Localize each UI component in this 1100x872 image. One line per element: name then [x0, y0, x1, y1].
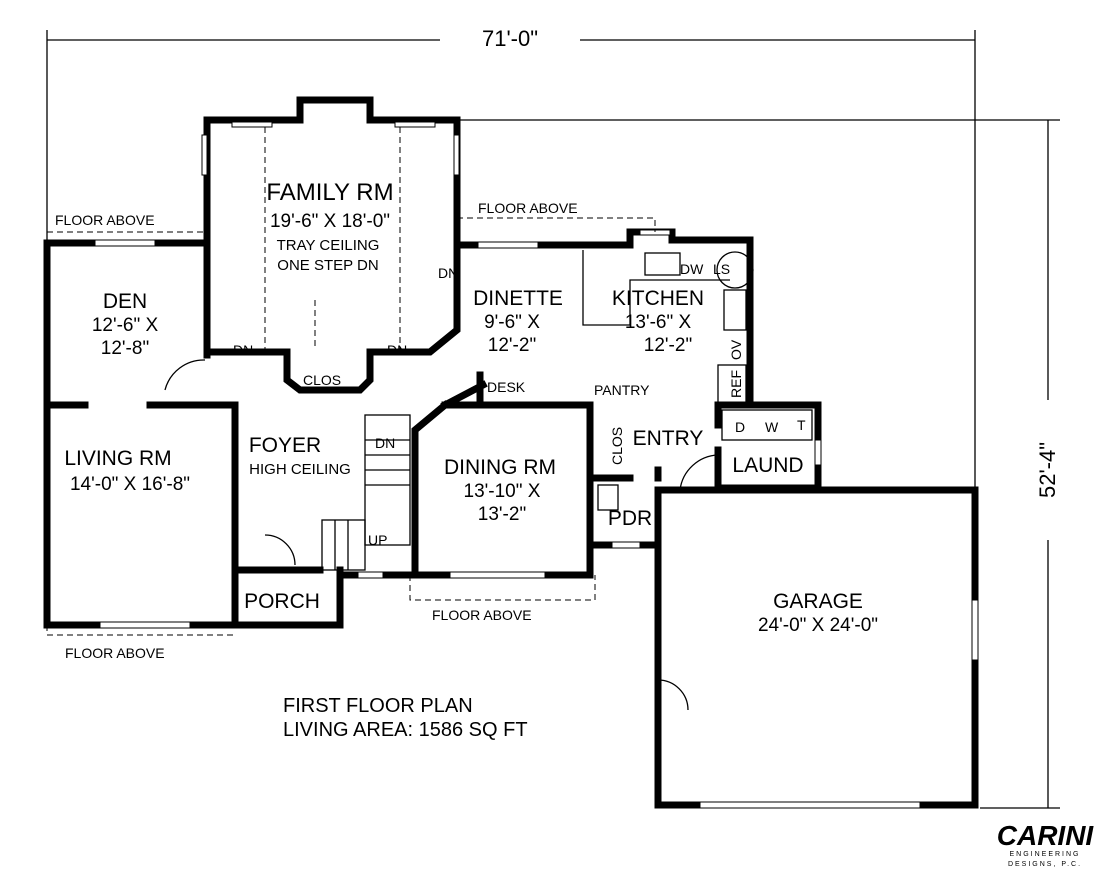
floor-above-label-dining: FLOOR ABOVE [432, 607, 532, 623]
dimension-lines [46, 30, 1060, 809]
washer-label: W [765, 419, 779, 435]
svg-text:CARINI: CARINI [997, 820, 1095, 851]
oven-label: OV [728, 339, 744, 360]
floor-above-label-den: FLOOR ABOVE [55, 212, 155, 228]
plan-title: FIRST FLOOR PLAN [283, 695, 473, 717]
pdr-name: PDR [608, 507, 652, 530]
living-room-name: LIVING RM [64, 447, 171, 470]
refrigerator-label: REF [728, 370, 744, 398]
svg-text:ENGINEERING: ENGINEERING [1009, 851, 1080, 858]
desk-label: DESK [487, 379, 526, 395]
laund-name: LAUND [732, 454, 803, 477]
stair-up-label: UP [368, 532, 387, 548]
family-room-size: 19'-6" X 18'-0" [270, 211, 390, 232]
dinette-size-2: 12'-2" [488, 335, 536, 356]
lazy-susan-label: LS [713, 261, 730, 277]
step-down-label-1: DN [233, 342, 253, 358]
porch-name: PORCH [244, 590, 320, 613]
floor-above-outlines [46, 127, 656, 636]
stairs [321, 414, 411, 571]
den-size-1: 12'-6" X [92, 315, 159, 336]
dishwasher-label: DW [680, 261, 704, 277]
closet-label-foyer: CLOS [303, 372, 341, 388]
garage-size: 24'-0" X 24'-0" [758, 615, 878, 636]
family-room-note-1: TRAY CEILING [277, 237, 380, 254]
pantry-label: PANTRY [594, 382, 650, 398]
dining-room-size-2: 13'-2" [478, 504, 526, 525]
floor-above-label-living: FLOOR ABOVE [65, 645, 165, 661]
entry-name: ENTRY [633, 427, 704, 450]
dinette-size-1: 9'-6" X [484, 312, 540, 333]
dining-room-name: DINING RM [444, 456, 556, 479]
doors [164, 359, 719, 711]
kitchen-fixtures [582, 250, 813, 511]
garage-name: GARAGE [773, 590, 863, 613]
floor-above-label-dinette: FLOOR ABOVE [478, 200, 578, 216]
width-dimension: 71'-0" [482, 26, 538, 51]
closet-label-entry: CLOS [609, 427, 625, 465]
den-name: DEN [103, 290, 147, 313]
foyer-note: HIGH CEILING [249, 461, 351, 478]
foyer-name: FOYER [249, 434, 321, 457]
carini-logo: CARINI ENGINEERING DESIGNS, P.C. [997, 820, 1095, 868]
den-size-2: 12'-8" [101, 338, 149, 359]
dinette-name: DINETTE [473, 287, 563, 310]
step-down-label-3: DN [438, 265, 458, 281]
tub-label: T [797, 417, 806, 433]
step-down-label-2: DN [387, 342, 407, 358]
dryer-label: D [735, 419, 745, 435]
kitchen-size-1: 13'-6" X [625, 312, 692, 333]
kitchen-name: KITCHEN [612, 287, 704, 310]
depth-dimension: 52'-4" [1035, 442, 1060, 498]
living-area: LIVING AREA: 1586 SQ FT [283, 719, 528, 741]
dining-room-size-1: 13'-10" X [464, 481, 541, 502]
family-room-name: FAMILY RM [266, 179, 393, 206]
kitchen-size-2: 12'-2" [644, 335, 692, 356]
living-room-size: 14'-0" X 16'-8" [70, 474, 190, 495]
family-room-note-2: ONE STEP DN [277, 257, 378, 274]
windows [94, 121, 979, 809]
stair-down-label: DN [375, 435, 395, 451]
svg-text:DESIGNS, P.C.: DESIGNS, P.C. [1008, 861, 1082, 868]
